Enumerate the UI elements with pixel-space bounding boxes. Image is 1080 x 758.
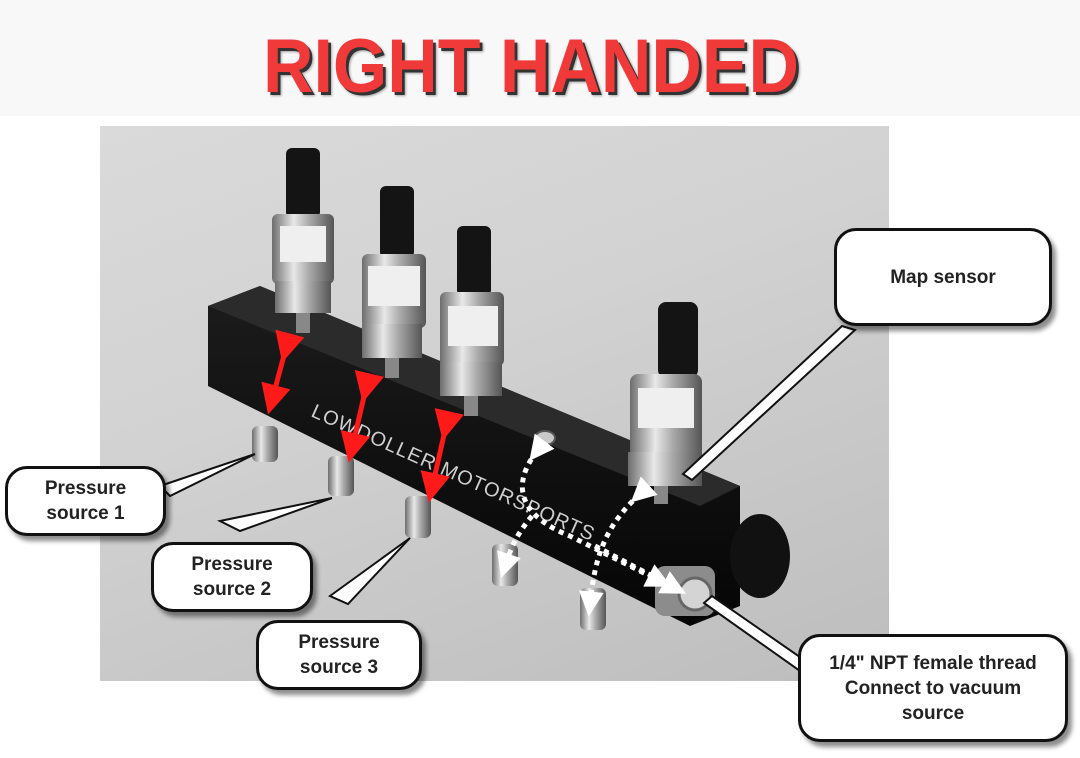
callout-line: source 2	[192, 579, 272, 600]
pressure-sensor-2	[362, 186, 426, 378]
callout-line: source 3	[299, 657, 379, 678]
page-title: RIGHT HANDED	[262, 24, 800, 109]
callout-pressure-source-2: Pressure source 2	[151, 542, 313, 612]
callout-line: Pressure	[298, 632, 380, 653]
callout-line: Pressure	[191, 554, 273, 575]
callout-pointers	[158, 324, 857, 672]
pressure-sensor-1	[272, 148, 334, 333]
callout-line: source	[901, 702, 965, 724]
callout-line: 1/4" NPT female thread	[829, 652, 1037, 674]
red-arrows	[261, 329, 464, 503]
white-dotted-arrows	[497, 433, 687, 617]
callout-pressure-source-3: Pressure source 3	[256, 620, 422, 690]
callout-vacuum-source: 1/4" NPT female thread Connect to vacuum…	[798, 634, 1068, 742]
callout-map-sensor-text: Map sensor	[890, 266, 996, 288]
manifold-illustration: LOWDOLLER MOTORSPORTS	[158, 148, 857, 672]
callout-line: Connect to vacuum	[844, 677, 1022, 699]
pressure-sensor-3	[440, 226, 504, 416]
callout-line: source 1	[46, 503, 125, 524]
callout-map-sensor: Map sensor	[834, 228, 1052, 326]
callout-pressure-source-1: Pressure source 1	[5, 466, 166, 536]
callout-line: Pressure	[44, 478, 127, 499]
title-band	[0, 0, 1080, 116]
